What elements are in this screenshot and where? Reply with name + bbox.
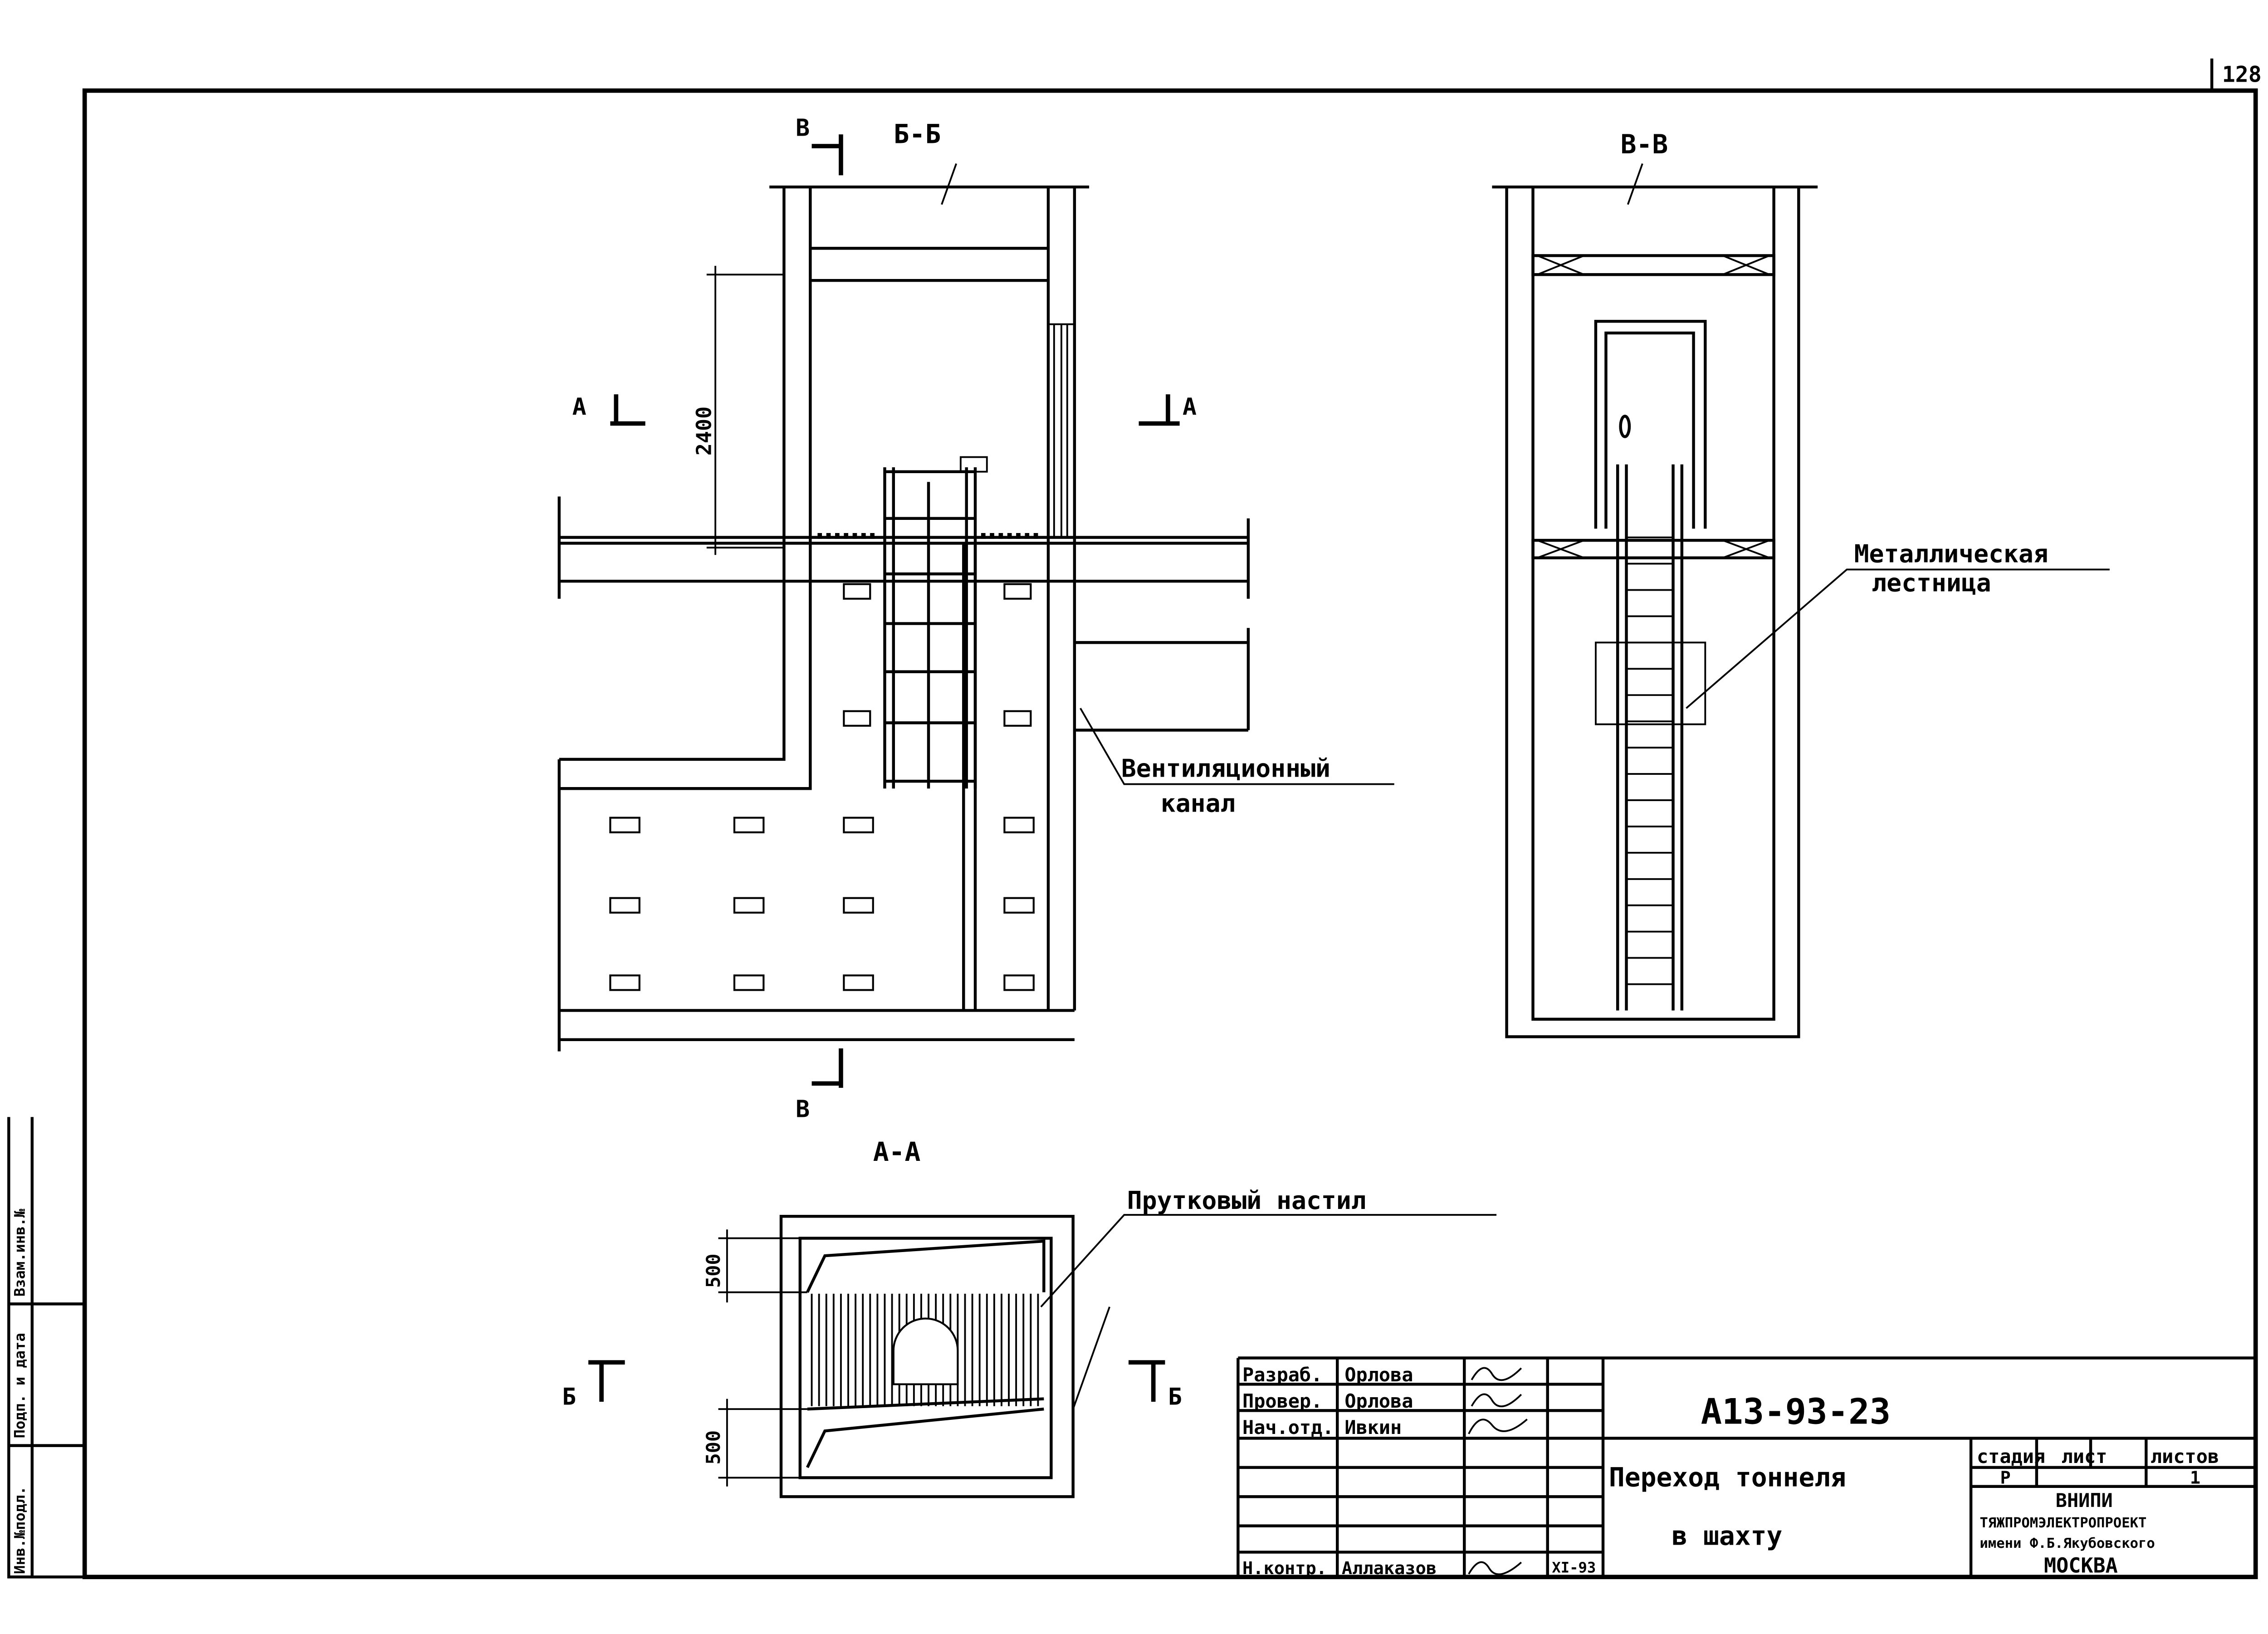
- svg-text:Б: Б: [1168, 1383, 1182, 1410]
- svg-text:Р: Р: [2000, 1468, 2010, 1488]
- svg-text:Инв.№подл.: Инв.№подл.: [11, 1486, 29, 1574]
- section-aa-title: А-А: [873, 1136, 921, 1167]
- drawing-title-1: Переход тоннеля: [1609, 1462, 1846, 1493]
- svg-text:Нач.отд.: Нач.отд.: [1242, 1416, 1334, 1438]
- section-bb: Б-Б 2400 А А В В: [557, 115, 1394, 1123]
- section-vv: В-В Металлическая лестница: [1492, 129, 2110, 1038]
- svg-text:Аллаказов: Аллаказов: [1342, 1558, 1437, 1579]
- svg-text:В: В: [796, 115, 810, 142]
- svg-text:Ивкин: Ивкин: [1344, 1416, 1402, 1438]
- svg-text:лист: лист: [2062, 1445, 2107, 1468]
- svg-text:Разраб.: Разраб.: [1242, 1364, 1322, 1386]
- callout-ladder: Металлическая: [1854, 539, 2048, 568]
- svg-text:А: А: [572, 393, 587, 421]
- dim-500-top: 500: [702, 1253, 724, 1288]
- svg-text:листов: листов: [2151, 1445, 2219, 1468]
- svg-text:имени Ф.Б.Якубовского: имени Ф.Б.Якубовского: [1980, 1536, 2155, 1551]
- openings: [609, 583, 1035, 991]
- svg-text:МОСКВА: МОСКВА: [2044, 1554, 2118, 1578]
- sheet-frame: [82, 88, 2258, 1580]
- doc-code: А13-93-23: [1701, 1391, 1891, 1432]
- svg-text:лестница: лестница: [1872, 568, 1991, 597]
- title-block: Разраб. Орлова Провер. Орлова Нач.отд. И…: [1237, 1356, 2256, 1579]
- svg-text:Взам.инв.№: Взам.инв.№: [11, 1208, 29, 1296]
- svg-text:стадия: стадия: [1977, 1445, 2045, 1468]
- ladder-bb: [883, 456, 988, 789]
- svg-text:Провер.: Провер.: [1242, 1390, 1322, 1412]
- svg-text:А: А: [1183, 393, 1197, 421]
- signatures: [1468, 1367, 1528, 1575]
- section-bb-title: Б-Б: [894, 119, 941, 150]
- dim-500-bottom: 500: [702, 1430, 724, 1465]
- callout-deck: Прутковый настил: [1127, 1186, 1366, 1215]
- svg-text:Н.контр.: Н.контр.: [1242, 1558, 1327, 1579]
- section-aa: А-А 500 500 Б Б Прутковый настил: [562, 1136, 1497, 1498]
- svg-text:Б: Б: [562, 1383, 576, 1410]
- svg-text:XI-93: XI-93: [1552, 1559, 1596, 1576]
- svg-text:ВНИПИ: ВНИПИ: [2056, 1489, 2113, 1512]
- svg-text:Орлова: Орлова: [1344, 1390, 1413, 1412]
- svg-text:канал: канал: [1161, 789, 1236, 818]
- svg-text:ТЯЖПРОМЭЛЕКТРОПРОЕКТ: ТЯЖПРОМЭЛЕКТРОПРОЕКТ: [1980, 1515, 2146, 1531]
- drawing-title-2: в шахту: [1672, 1520, 1782, 1551]
- svg-text:Орлова: Орлова: [1344, 1364, 1413, 1386]
- svg-text:В: В: [796, 1096, 810, 1123]
- section-vv-title: В-В: [1621, 129, 1668, 160]
- svg-text:1: 1: [2190, 1468, 2200, 1488]
- side-stamp: Инв.№подл. Подп. и дата Взам.инв.№: [7, 1117, 85, 1579]
- callout-ventilation: Вентиляционный: [1121, 753, 1330, 783]
- dim-2400: 2400: [692, 406, 716, 455]
- svg-text:Подп. и дата: Подп. и дата: [11, 1333, 29, 1438]
- sheet-number: 128: [2222, 62, 2262, 87]
